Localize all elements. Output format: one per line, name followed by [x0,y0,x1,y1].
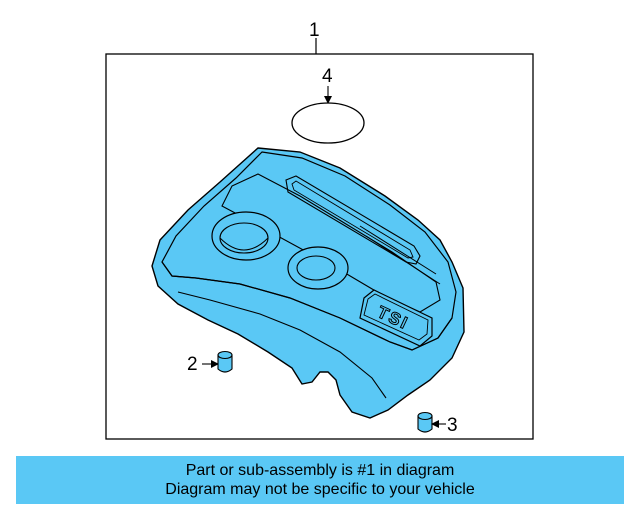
cover-groove-line [365,235,441,285]
info-banner: Part or sub-assembly is #1 in diagram Di… [16,456,624,504]
grommet-2 [217,350,233,373]
callout-3-label: 3 [447,415,458,436]
filler-boss-large-wall [219,237,269,251]
callout-3-arrowhead [431,420,439,428]
callout-2-arrowhead [211,360,219,368]
cover-slot-upper-inner [291,180,414,259]
assembly-frame [105,53,534,440]
callout-4-arrowhead [324,96,332,104]
cover-groove-line [359,225,437,275]
banner-line-2: Diagram may not be specific to your vehi… [165,481,475,498]
cover-lower-contour [177,291,387,399]
banner-line-1: Part or sub-assembly is #1 in diagram [185,462,455,479]
parts-diagram: 1 4 TSI 2 [105,20,534,440]
callout-2-label: 2 [187,354,198,375]
cover-front-edge [161,261,453,351]
filler-boss-small-hole [296,255,336,281]
tsi-emblem-inner [363,293,429,341]
engine-cover: TSI [151,147,465,419]
tsi-emblem: TSI [359,289,433,347]
callout-1-label: 1 [309,20,320,41]
filler-boss-large-hole [219,222,269,254]
callout-4-label: 4 [322,66,333,87]
gasket-ring [291,102,365,144]
cover-slot-upper [285,175,421,265]
tsi-emblem-plate [359,289,433,347]
grommet-3 [417,411,433,433]
